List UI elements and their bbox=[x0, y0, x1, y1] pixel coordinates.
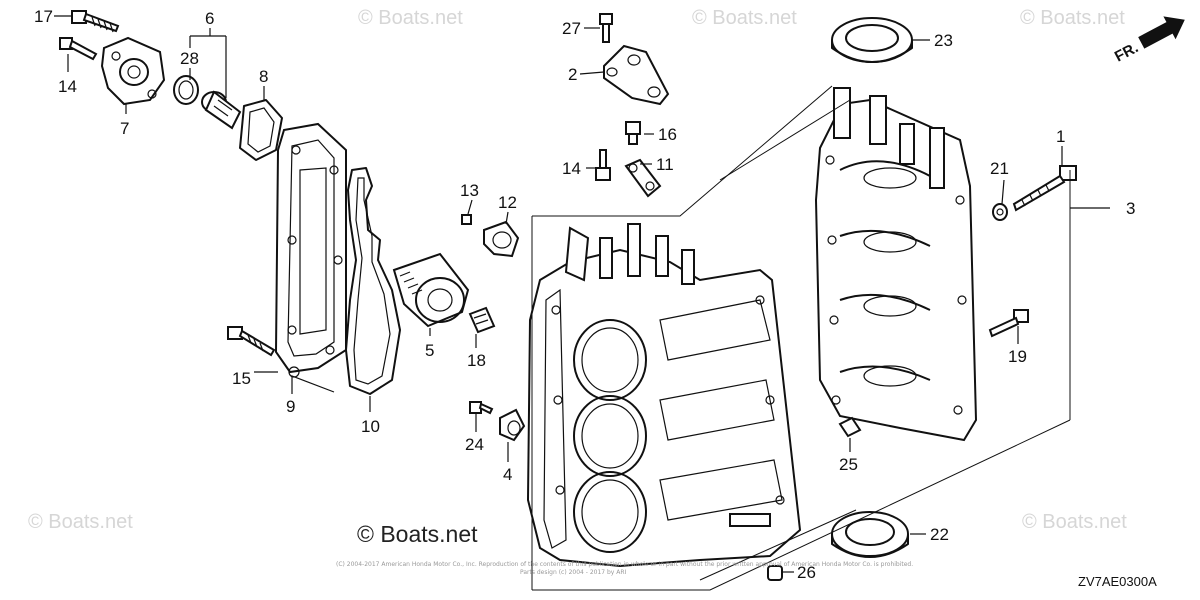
callout-5: 5 bbox=[425, 341, 434, 360]
callout-23: 23 bbox=[934, 31, 953, 50]
stud-18-icon bbox=[468, 306, 496, 334]
thermostat-cover-7-icon bbox=[100, 36, 166, 106]
exhaust-cover-9-icon bbox=[274, 122, 347, 378]
mount-rubber-4-icon bbox=[499, 408, 526, 442]
gasket-8-icon bbox=[239, 99, 283, 161]
crankcase-3-icon bbox=[814, 87, 978, 442]
callout-19: 19 bbox=[1008, 347, 1027, 366]
diagram-code: ZV7AE0300A bbox=[1078, 574, 1157, 589]
copyright-line-1: (C) 2004-2017 American Honda Motor Co., … bbox=[336, 561, 913, 568]
callout-17: 17 bbox=[34, 7, 53, 26]
callout-11: 11 bbox=[656, 155, 674, 174]
callout-2: 2 bbox=[568, 65, 577, 84]
callout-16: 16 bbox=[658, 125, 677, 144]
watermark-top-center: © Boats.net bbox=[358, 7, 463, 29]
bolt-1-icon bbox=[1012, 165, 1077, 212]
callout-8: 8 bbox=[259, 67, 268, 86]
oil-seal-23-icon bbox=[831, 17, 913, 63]
bolt-17-icon bbox=[71, 10, 120, 33]
watermark-bottom-right: © Boats.net bbox=[1022, 511, 1127, 533]
bolt-27-icon bbox=[599, 13, 613, 43]
bolt-16-icon bbox=[625, 121, 641, 145]
clamp-11-icon bbox=[624, 158, 662, 198]
bolt-24-icon bbox=[469, 401, 494, 415]
callout-18: 18 bbox=[467, 351, 486, 370]
callout-7: 7 bbox=[120, 119, 129, 138]
callout-9: 9 bbox=[286, 397, 295, 416]
callout-26: 26 bbox=[797, 563, 816, 582]
dowel-pin-26-icon bbox=[767, 565, 783, 581]
callout-14-center: 14 bbox=[562, 159, 581, 178]
thermostat-6-icon bbox=[201, 90, 242, 130]
callout-12: 12 bbox=[498, 193, 517, 212]
callout-14-left: 14 bbox=[58, 77, 77, 96]
watermark-bottom-left: © Boats.net bbox=[28, 511, 133, 533]
callout-15: 15 bbox=[232, 369, 251, 388]
callout-4: 4 bbox=[503, 465, 512, 484]
bolt-14-center-icon bbox=[595, 149, 611, 181]
bolt-15-icon bbox=[227, 326, 276, 357]
callout-27: 27 bbox=[562, 19, 581, 38]
callout-6: 6 bbox=[205, 9, 214, 28]
bolt-19-icon bbox=[988, 309, 1029, 338]
callout-25: 25 bbox=[839, 455, 858, 474]
bracket-2-icon bbox=[603, 44, 670, 106]
callout-10: 10 bbox=[361, 417, 380, 436]
leader-lines bbox=[54, 15, 1110, 573]
cylinder-block-icon bbox=[526, 223, 802, 568]
callout-3: 3 bbox=[1126, 199, 1135, 218]
oil-pressure-switch-12-icon bbox=[483, 220, 520, 258]
watermark-top-right: © Boats.net bbox=[692, 7, 797, 29]
o-ring-28-icon bbox=[173, 75, 199, 105]
front-indicator-label: FR. bbox=[1112, 39, 1141, 65]
oil-seal-22-icon bbox=[831, 511, 909, 558]
callout-21: 21 bbox=[990, 159, 1009, 178]
copyright-line-2: Parts design (c) 2004 - 2017 by ARI bbox=[520, 569, 627, 576]
callout-28: 28 bbox=[180, 49, 199, 68]
bolt-13-icon bbox=[461, 214, 472, 225]
bolt-14-icon bbox=[59, 37, 98, 61]
oil-filter-5-icon bbox=[392, 252, 470, 328]
callout-13: 13 bbox=[460, 181, 479, 200]
assembly-lines bbox=[531, 85, 1071, 591]
watermark-center-logo: © Boats.net bbox=[357, 521, 478, 547]
exhaust-gasket-10-icon bbox=[345, 167, 401, 395]
dowel-pin-25-icon bbox=[838, 416, 862, 438]
callout-24: 24 bbox=[465, 435, 484, 454]
callout-1: 1 bbox=[1056, 127, 1065, 146]
callout-labels: 17 14 6 28 8 7 15 9 10 5 18 13 12 24 4 2… bbox=[34, 7, 1135, 582]
callout-22: 22 bbox=[930, 525, 949, 544]
watermark-top-far-right: © Boats.net bbox=[1020, 7, 1125, 29]
washer-21-icon bbox=[992, 203, 1008, 221]
